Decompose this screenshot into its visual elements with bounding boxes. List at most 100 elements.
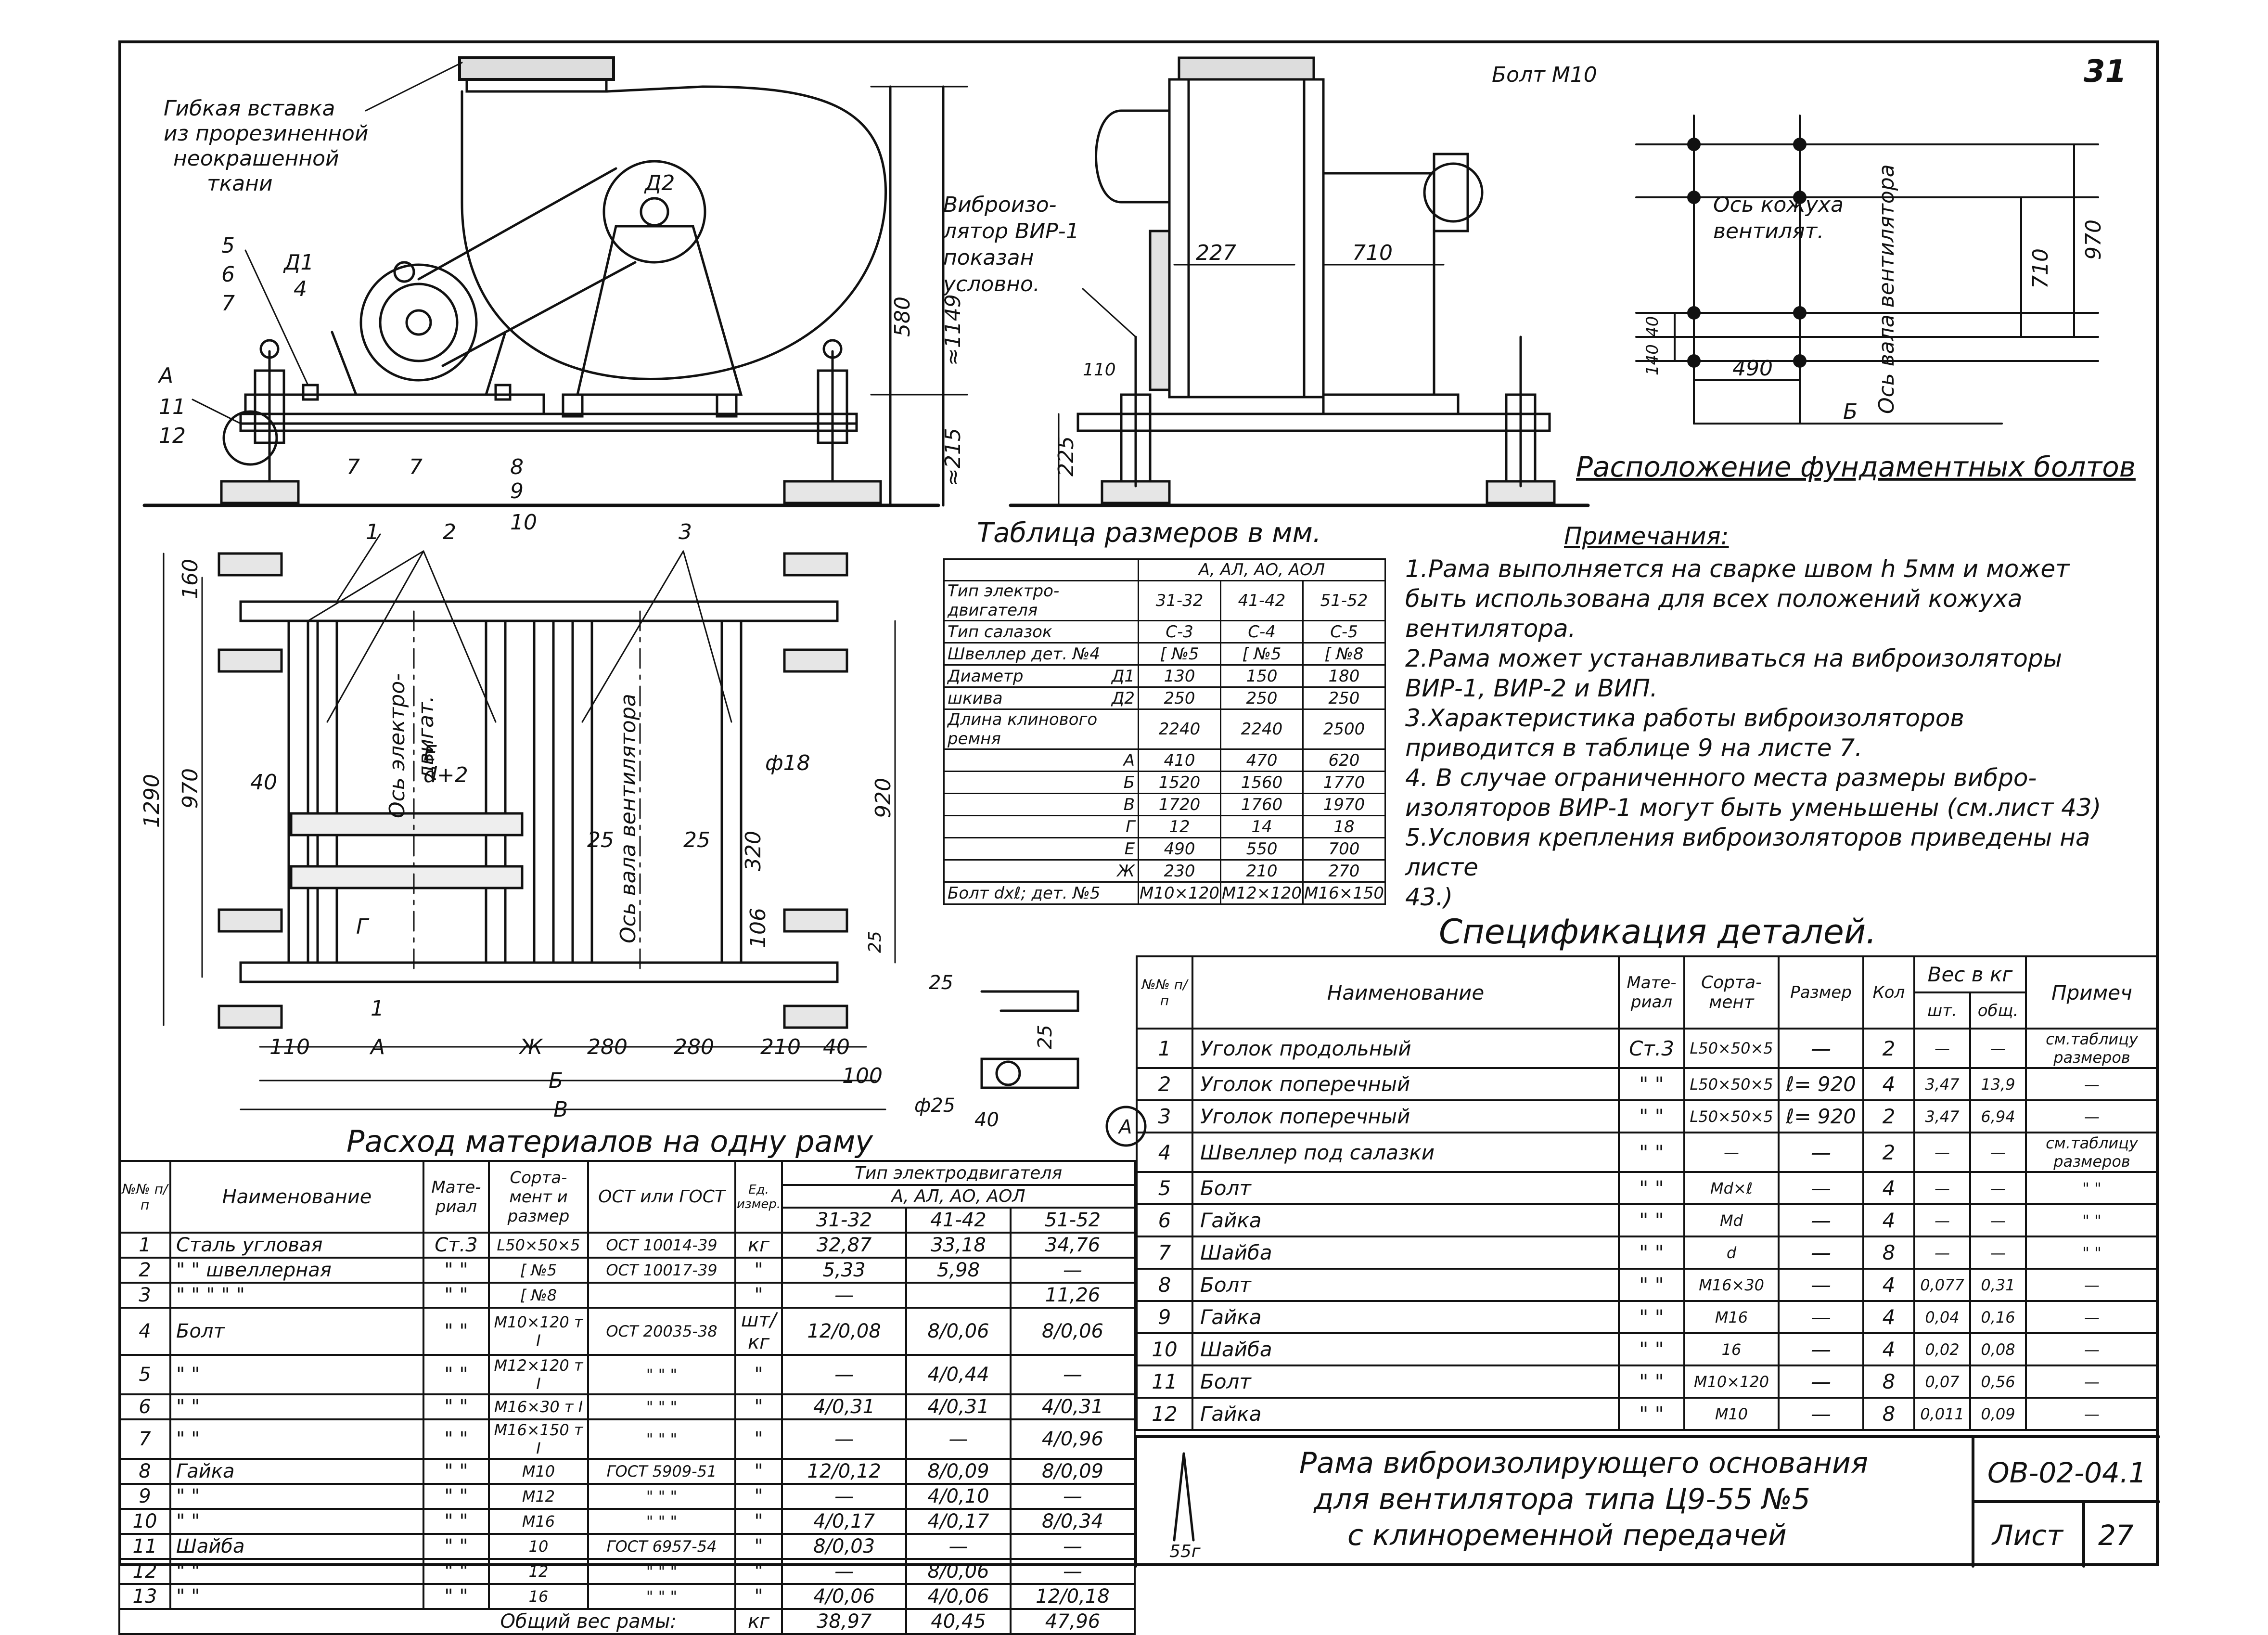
materials-cell-unit: " [734,1458,783,1485]
spec-cell-w2: 6,94 [1969,1099,2027,1133]
dim-490: 490 [1732,356,1773,381]
materials-cell-gost: " " " [587,1418,736,1460]
materials-cell-v1: 32,87 [781,1232,908,1259]
dim-140: 140 [1643,344,1662,375]
mat-total-1: 38,97 [781,1608,908,1635]
title-line-2: для вентилятора типа Ц9-55 №5 [1313,1482,1810,1516]
size-row-sub: Е [1124,839,1135,859]
note-line: 1.Рама выполняется на сварке швом h 5мм … [1405,555,2070,583]
size-row-value: 1760 [1220,793,1304,816]
dim-a-plan: А [369,1035,385,1059]
mark-11: 11 [159,395,186,419]
spec-cell-size: — [1778,1268,1864,1302]
materials-cell-sort: М16×150 т I [488,1418,589,1460]
size-row-label: Ж [943,859,1140,883]
isolator-note-2: лятор ВИР-1 [943,219,1079,244]
spec-cell-w1: 0,07 [1913,1365,1971,1399]
materials-cell-v3: 8/0,34 [1009,1508,1136,1535]
size-row-value: 14 [1220,815,1304,838]
spec-cell-size: ℓ= 920 [1778,1067,1864,1101]
materials-cell-v2 [905,1282,1012,1309]
materials-cell-unit: " [734,1558,783,1585]
materials-cell-v1: 12/0,08 [781,1307,908,1356]
spec-cell-size: — [1778,1397,1864,1431]
materials-cell-sort: 16 [488,1583,589,1610]
materials-cell-mat: " " [423,1458,490,1485]
size-row-value: 1520 [1138,771,1222,794]
spec-cell-sort: М10×120 [1683,1365,1780,1399]
fan-axis-label: Ось вала вентилятора [1874,164,1899,414]
spec-cell-sort: М16 [1683,1300,1780,1334]
spec-cell-qty: 2 [1862,1028,1915,1069]
spec-cell-name: Уголок поперечный [1192,1099,1620,1133]
materials-cell-gost: " " " [587,1354,736,1395]
spec-cell-mat: " " [1618,1365,1685,1399]
materials-cell-num: 6 [118,1393,171,1420]
spec-cell-sort: L50×50×5 [1683,1028,1780,1069]
materials-cell-v2: — [905,1418,1012,1460]
spec-h-size: Размер [1778,955,1864,1030]
spec-cell-num: 2 [1136,1067,1193,1101]
materials-cell-num: 7 [118,1418,171,1460]
materials-cell-mat: " " [423,1282,490,1309]
materials-cell-gost: ОСТ 20035-38 [587,1307,736,1356]
materials-cell-unit: " [734,1257,783,1284]
spec-cell-num: 12 [1136,1397,1193,1431]
materials-cell-sort: М10 [488,1458,589,1485]
materials-cell-num: 13 [118,1583,171,1610]
spec-cell-mat: " " [1618,1397,1685,1431]
dim-970-plan: 970 [178,768,203,809]
dim-970: 970 [2081,219,2106,260]
plan-fan-axis: Ось вала вентилятора [616,694,641,943]
notes-title: Примечания: [1564,522,1729,550]
materials-cell-unit: " [734,1533,783,1560]
spec-cell-num: 4 [1136,1132,1193,1173]
spec-h-qty: Кол [1862,955,1915,1030]
spec-cell-sort: L50×50×5 [1683,1099,1780,1133]
materials-title: Расход материалов на одну раму [346,1124,873,1159]
mat-total-label: Общий вес рамы: [118,1608,736,1635]
materials-cell-name: Болт [169,1307,424,1356]
spec-cell-sort: Мd×ℓ [1683,1171,1780,1205]
size-row-value: 2500 [1302,708,1386,750]
mark-6: 6 [221,262,235,287]
materials-cell-gost: " " " [587,1483,736,1510]
spec-cell-num: 6 [1136,1203,1193,1237]
size-row-value: С-5 [1302,620,1386,644]
drawing-frame [118,40,2159,1566]
spec-cell-size: — [1778,1365,1864,1399]
mark-8: 8 [510,455,524,479]
size-row-label: Длина клинового ремня [943,708,1140,750]
materials-cell-num: 9 [118,1483,171,1510]
pulley-d2-label: Д2 [644,171,675,195]
spec-cell-note: — [2025,1268,2159,1302]
dim-580: 580 [890,296,915,337]
spec-cell-mat: " " [1618,1300,1685,1334]
plan-mark-2: 2 [443,520,456,544]
materials-cell-num: 11 [118,1533,171,1560]
dim-1149: ≈1149 [941,294,965,366]
materials-cell-mat: " " [423,1533,490,1560]
spec-cell-w2: — [1969,1028,2027,1069]
dim-25-a: 25 [587,828,614,852]
materials-cell-name: Сталь угловая [169,1232,424,1259]
materials-cell-v1: 4/0,31 [781,1393,908,1420]
materials-cell-mat: " " [423,1257,490,1284]
spec-cell-qty: 4 [1862,1268,1915,1302]
spec-cell-qty: 8 [1862,1236,1915,1270]
size-row-label: Е [943,837,1140,861]
spec-cell-w1: — [1913,1171,1971,1205]
detail-a-labels: 25 25 40 ф25 А [914,972,1132,1138]
spec-cell-num: 9 [1136,1300,1193,1334]
spec-cell-num: 10 [1136,1332,1193,1366]
materials-cell-name: Гайка [169,1458,424,1485]
